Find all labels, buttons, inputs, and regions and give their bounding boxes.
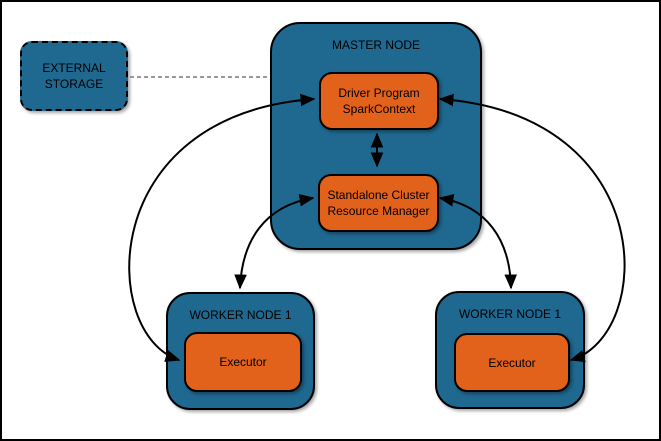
worker-node-left-label: WORKER NODE 1	[189, 308, 292, 322]
worker-node-right: WORKER NODE 1 Executor	[435, 291, 585, 409]
resource-manager-node: Standalone Cluster Resource Manager	[318, 174, 439, 232]
resource-manager-label-line1: Standalone Cluster	[327, 188, 430, 202]
external-storage-node: EXTERNAL STORAGE	[20, 41, 128, 111]
executor-left-node: Executor	[184, 332, 302, 392]
executor-right-label: Executor	[488, 355, 536, 370]
resource-manager-label: Standalone Cluster Resource Manager	[320, 176, 437, 230]
driver-program-label-line2: SparkContext	[342, 102, 416, 116]
master-node-label: MASTER NODE	[331, 38, 420, 52]
external-storage-label-line1: EXTERNAL	[42, 61, 106, 75]
worker-node-left: WORKER NODE 1 Executor	[166, 292, 315, 410]
external-storage-label-line2: STORAGE	[44, 77, 104, 91]
resource-manager-label-line2: Resource Manager	[327, 204, 430, 218]
master-node: MASTER NODE Driver Program SparkContext …	[270, 22, 482, 250]
executor-left-label: Executor	[219, 355, 267, 369]
worker-node-right-label: WORKER NODE 1	[458, 307, 561, 321]
driver-program-label: Driver Program SparkContext	[321, 74, 437, 128]
executor-right-node: Executor	[454, 333, 570, 392]
driver-program-node: Driver Program SparkContext	[319, 72, 439, 130]
driver-program-label-line1: Driver Program	[338, 86, 420, 100]
external-storage-label: EXTERNAL STORAGE	[22, 43, 126, 109]
